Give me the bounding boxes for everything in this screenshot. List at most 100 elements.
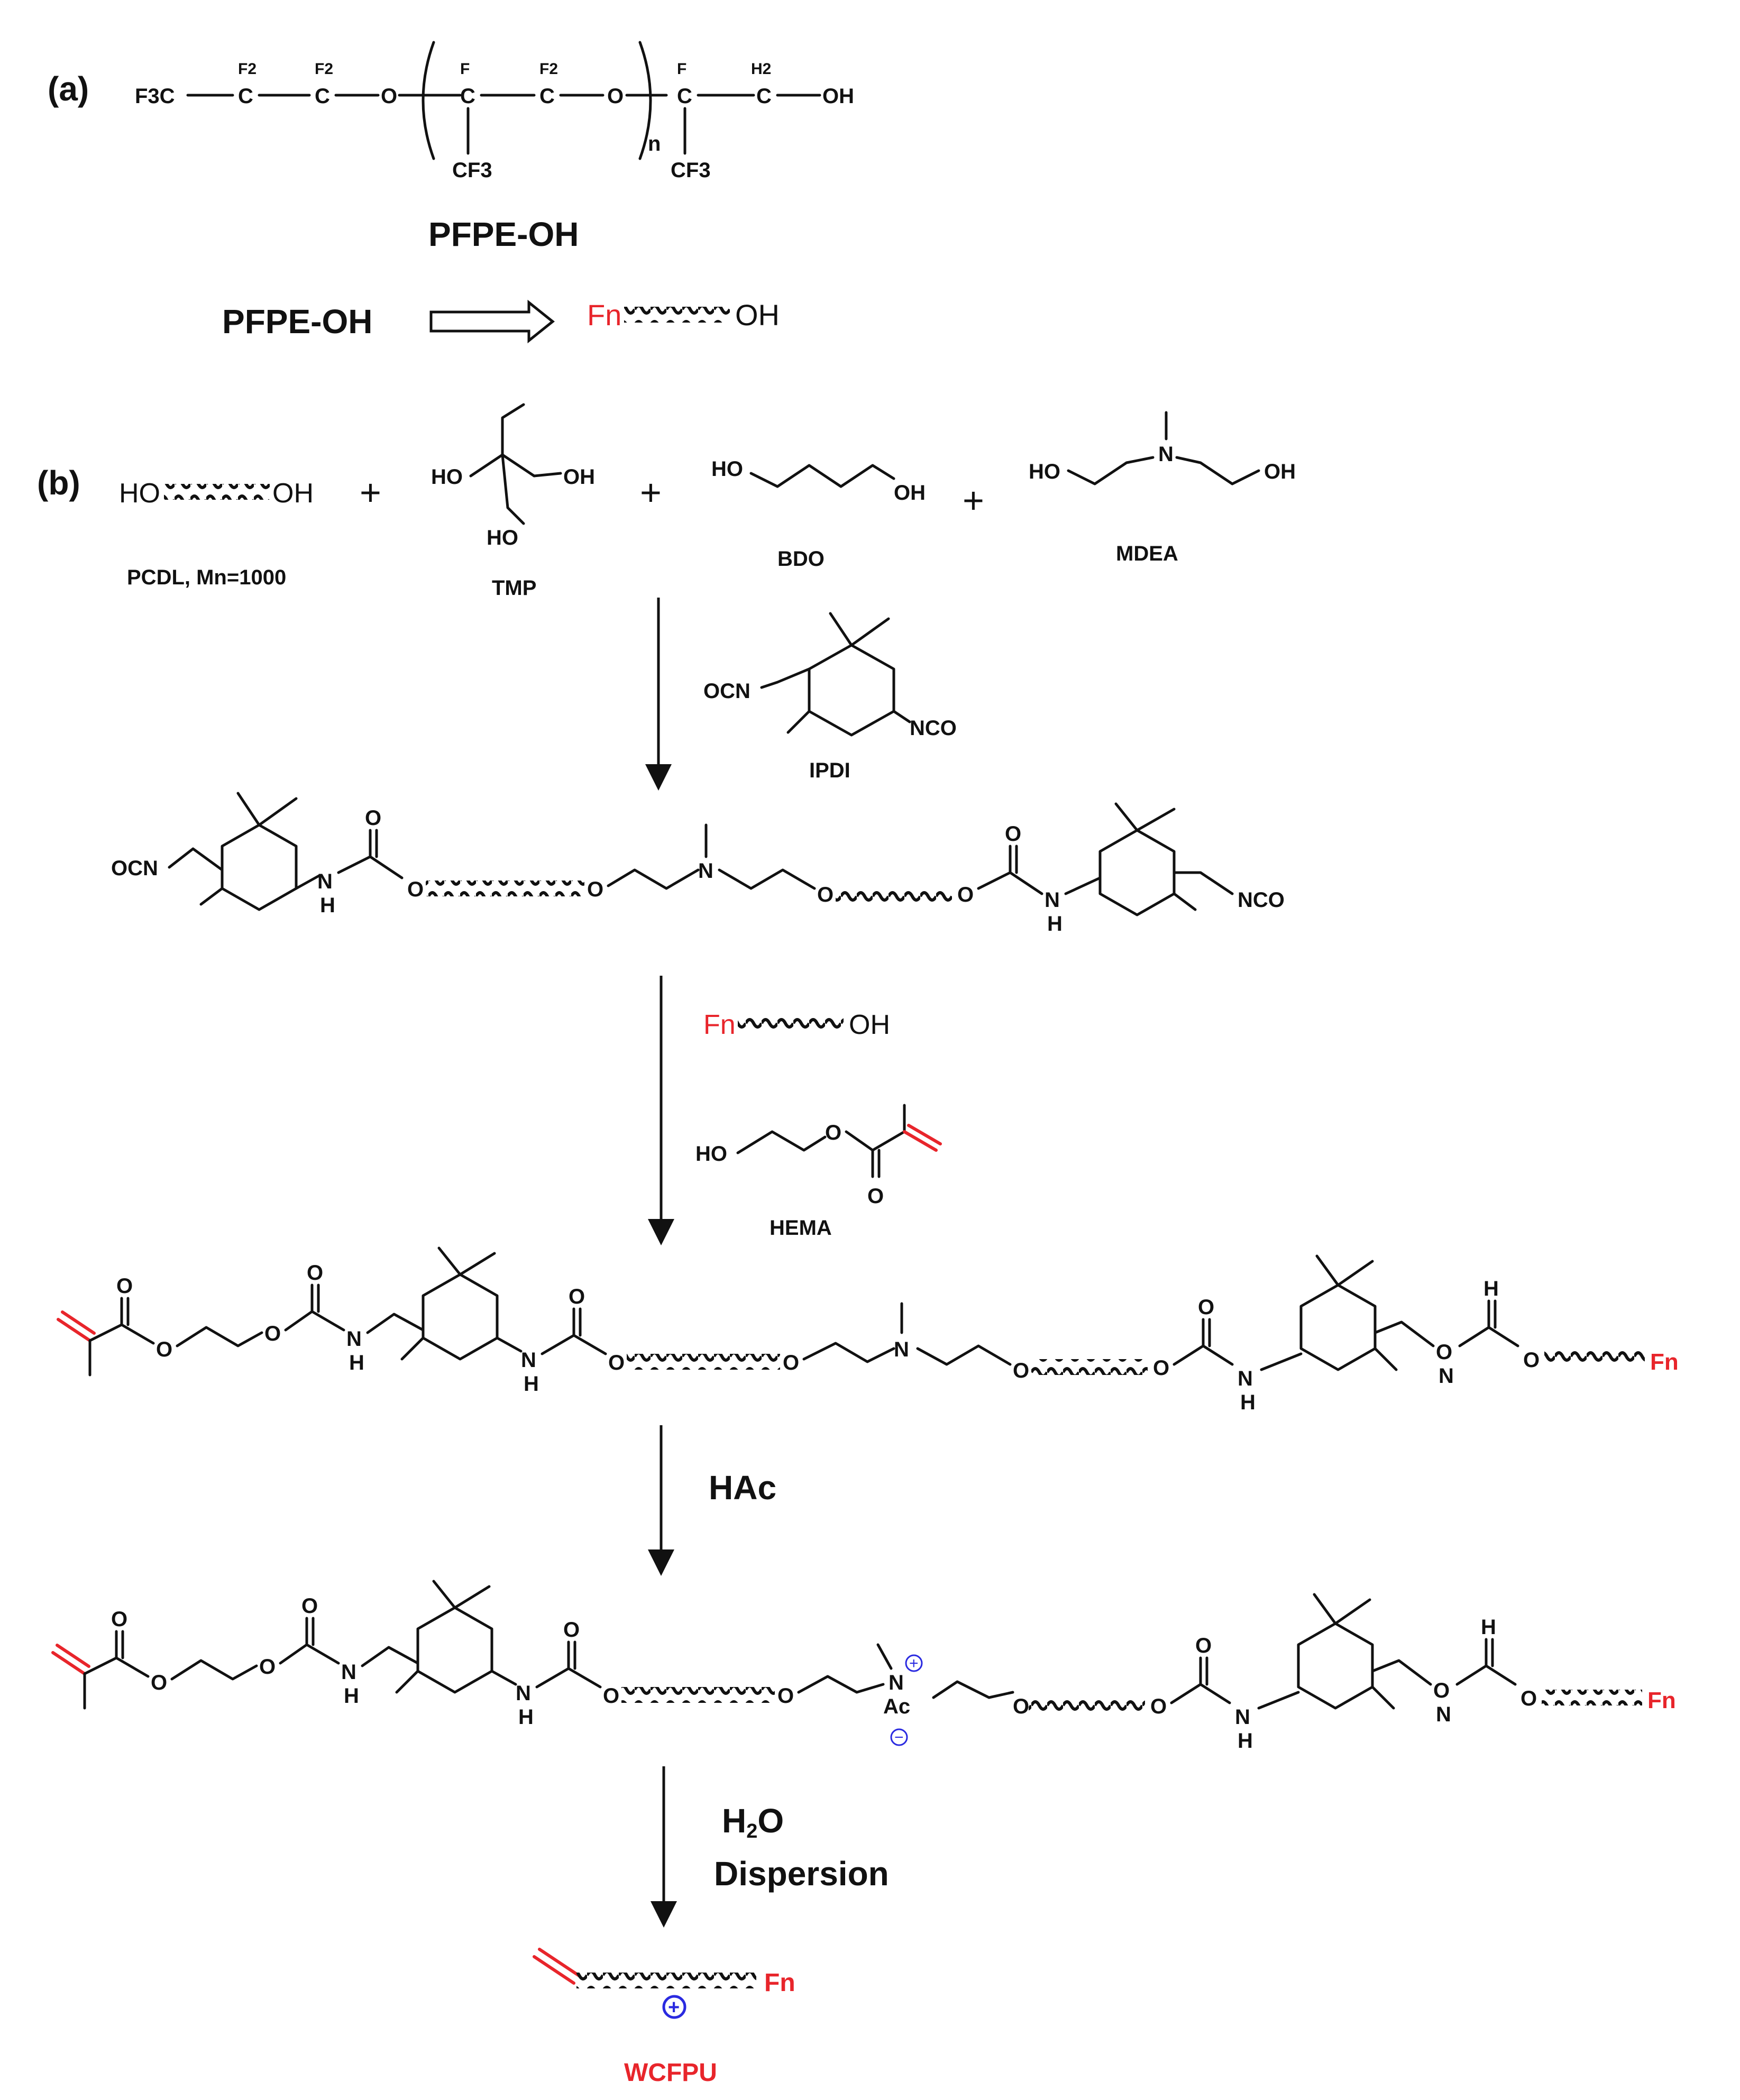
product-name: WCFPU xyxy=(624,2059,717,2087)
water-label: H2O xyxy=(722,1802,784,1842)
pfpe-oh-structure: F3C F2 C F2 C O F C CF3 F2 C O n F C xyxy=(135,41,854,182)
step2-reagents: Fn OH HO O O HEMA xyxy=(695,1010,942,1240)
pcdl-name: PCDL, Mn=1000 xyxy=(127,566,286,589)
o-atom: O xyxy=(259,1655,276,1679)
n-atom: N xyxy=(317,870,333,893)
fn-label: Fn xyxy=(587,298,621,332)
ho-label: HO xyxy=(119,478,160,509)
o-atom: O xyxy=(116,1274,133,1298)
h2-label: H2 xyxy=(751,60,771,78)
oh-label: OH xyxy=(563,465,595,489)
n-atom: N xyxy=(521,1349,536,1372)
n-atom: O xyxy=(1433,1679,1450,1702)
oh-label: OH xyxy=(894,481,926,505)
ho-label: HO xyxy=(487,526,518,549)
pcdl-structure: HO OH PCDL, Mn=1000 xyxy=(119,478,314,589)
o-atom: O xyxy=(1005,822,1021,846)
o-atom: O xyxy=(867,1185,884,1208)
c-atom: C xyxy=(539,85,555,108)
oh-group: OH xyxy=(822,85,854,108)
polymer-chain-wavy xyxy=(624,307,730,323)
oh-label: OH xyxy=(735,298,780,332)
o-atom: O xyxy=(783,1351,799,1374)
ho-label: HO xyxy=(1029,460,1060,483)
o-atom: O xyxy=(151,1671,167,1694)
tmp-name: TMP xyxy=(492,576,536,600)
open-arrow-icon xyxy=(429,299,555,344)
o-atom: O xyxy=(957,883,974,906)
h-atom: H xyxy=(1238,1729,1253,1753)
h-atom: H xyxy=(1047,912,1063,936)
o-atom: O xyxy=(407,878,424,901)
shorthand-reactant: PFPE-OH xyxy=(222,302,372,341)
n-atom: N xyxy=(894,1338,909,1361)
negative-charge-icon xyxy=(890,1728,908,1746)
ocn-group: OCN xyxy=(111,857,158,880)
o-atom: O xyxy=(777,1684,794,1708)
o-atom: O xyxy=(1198,1296,1214,1319)
fn-label: Fn xyxy=(703,1010,736,1040)
repeat-n: n xyxy=(648,132,661,155)
cf3-group: CF3 xyxy=(671,159,711,182)
nco-group: NCO xyxy=(910,717,957,740)
n-atom: N xyxy=(1235,1705,1250,1729)
o-atom: O xyxy=(603,1684,619,1708)
ho-label: HO xyxy=(695,1142,727,1166)
c-atom: C xyxy=(460,85,475,108)
hac-label: HAc xyxy=(709,1469,776,1507)
h-atom: H xyxy=(1240,1391,1256,1414)
fn-end-group: Fn xyxy=(1647,1688,1676,1713)
h-atom: N xyxy=(1439,1364,1454,1388)
tmp-structure: HO OH HO TMP xyxy=(431,403,595,600)
h-atom: H xyxy=(518,1705,534,1729)
positive-charge-icon xyxy=(662,1995,686,2019)
o-atom: O xyxy=(1195,1634,1212,1657)
h-atom: N xyxy=(1436,1703,1451,1726)
o-atom: O xyxy=(817,883,834,906)
h-atom: H xyxy=(349,1351,364,1374)
dispersion-label: Dispersion xyxy=(714,1855,889,1893)
panel-a: (a) F3C F2 C F2 C O F C CF3 F2 C O xyxy=(48,41,854,344)
o-atom: O xyxy=(156,1338,172,1361)
positive-charge-icon xyxy=(905,1654,923,1672)
fn-end-group: Fn xyxy=(764,1969,795,1997)
pfpe-oh-name: PFPE-OH xyxy=(428,215,579,253)
o-atom: O xyxy=(307,1261,323,1285)
o-atom: H xyxy=(1481,1616,1496,1639)
o-atom: O xyxy=(607,85,624,108)
o-atom: O xyxy=(608,1351,625,1374)
o-atom: O xyxy=(1013,1695,1029,1718)
polymer-chain-wavy xyxy=(1542,1690,1642,1705)
minus-charge: − xyxy=(894,1729,904,1746)
plus-sign: + xyxy=(640,472,662,513)
plus-charge: + xyxy=(909,1655,919,1672)
ho-label: HO xyxy=(431,465,463,489)
f2-label: F2 xyxy=(238,60,257,78)
plus-sign: + xyxy=(963,480,984,521)
f2-label: F2 xyxy=(539,60,558,78)
mdea-structure: HO N OH MDEA xyxy=(1029,411,1296,565)
h-atom: H xyxy=(524,1372,539,1396)
f3c-atom: F3C xyxy=(135,85,175,108)
h-atom: H xyxy=(320,894,335,917)
polymer-chain-wavy xyxy=(627,1354,780,1370)
panel-b: (b) HO OH PCDL, Mn=1000 + HO OH HO TMP +… xyxy=(37,403,1679,2087)
o-atom: O xyxy=(563,1618,580,1642)
fn-end-group: Fn xyxy=(1650,1349,1679,1375)
cf3-group: CF3 xyxy=(452,159,492,182)
n-atom: N xyxy=(341,1661,356,1684)
n-atom: N xyxy=(889,1671,904,1694)
polymer-chain-wavy xyxy=(1029,1698,1145,1713)
o-atom: O xyxy=(365,806,381,830)
polymer-chain-wavy xyxy=(426,881,584,896)
intermediate-3: O O O O N H N H O O O N xyxy=(51,1580,1676,1753)
oh-label: OH xyxy=(849,1010,890,1040)
n-atom: N xyxy=(516,1682,531,1705)
panel-b-tag: (b) xyxy=(37,464,80,502)
ocn-group: OCN xyxy=(703,680,750,703)
o-atom: H xyxy=(1483,1277,1499,1300)
o-atom: O xyxy=(301,1594,318,1618)
n-atom: N xyxy=(1238,1367,1253,1390)
panel-a-tag: (a) xyxy=(48,70,89,108)
